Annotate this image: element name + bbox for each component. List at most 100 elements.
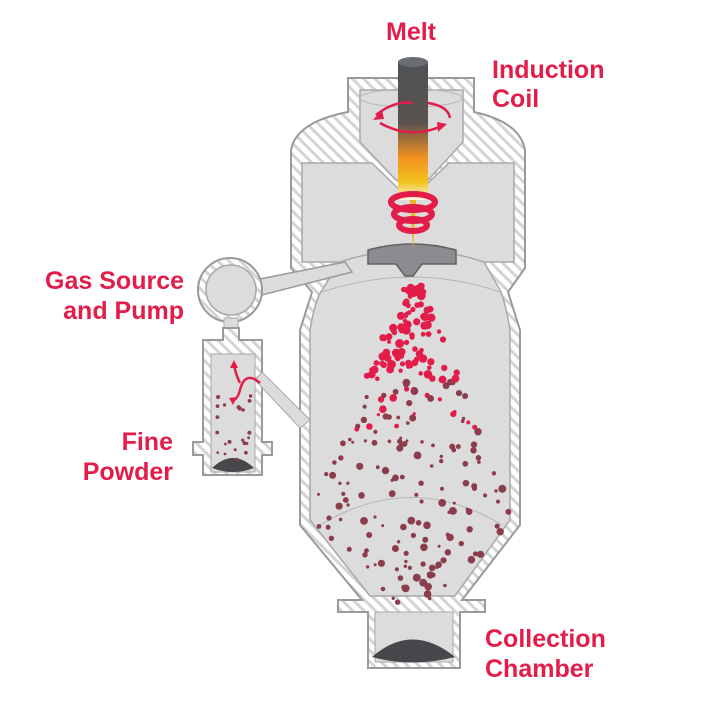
particle (338, 455, 344, 461)
particle (400, 523, 407, 531)
particle (381, 392, 387, 399)
particle (389, 323, 398, 332)
label-gas-source-1: Gas Source (45, 267, 184, 295)
particle (235, 457, 239, 461)
particle (366, 532, 373, 538)
particle (338, 517, 343, 522)
particle (427, 313, 436, 322)
particle (396, 444, 404, 452)
particle (387, 339, 391, 344)
particle (483, 493, 488, 498)
particle (391, 596, 395, 600)
particle (443, 583, 447, 588)
particle (404, 386, 410, 392)
particle (420, 312, 430, 322)
particle (328, 535, 335, 541)
particle (401, 584, 407, 590)
particle (437, 544, 441, 548)
particle (406, 421, 410, 425)
particle (410, 532, 416, 539)
particle (394, 423, 399, 429)
particle (366, 423, 373, 430)
particle (438, 499, 447, 507)
particle (403, 564, 407, 568)
particle (362, 404, 367, 409)
particle (427, 596, 432, 601)
particle (410, 306, 416, 313)
particle (396, 540, 401, 544)
particle (391, 545, 399, 552)
collected-powder (372, 639, 455, 663)
particle (452, 501, 456, 505)
particle (332, 460, 337, 465)
particle (340, 440, 346, 447)
particle (419, 499, 424, 504)
particle (439, 454, 443, 459)
particle (248, 394, 253, 398)
particle (453, 369, 460, 376)
particle (444, 549, 452, 556)
particle (467, 555, 476, 564)
fine-particles (215, 394, 253, 461)
particle (241, 438, 245, 442)
particle (462, 460, 469, 467)
label-induction-coil-2: Coil (492, 85, 539, 113)
particle (385, 333, 393, 341)
particle (373, 563, 377, 567)
particle (441, 364, 448, 372)
particle (386, 414, 392, 420)
particle (422, 536, 429, 543)
particle (414, 302, 421, 308)
label-fine-powder-1: Fine (122, 428, 173, 456)
particle (475, 455, 482, 461)
particle (462, 393, 469, 399)
particle (396, 311, 405, 320)
particle (435, 561, 442, 569)
particle (389, 394, 398, 402)
particle (227, 439, 232, 444)
particle (241, 408, 245, 412)
particle (420, 561, 426, 567)
particle (406, 400, 413, 407)
particle (505, 508, 512, 515)
label-collection-chamber-1: Collection (485, 625, 606, 653)
particle (379, 405, 387, 414)
label-collection-chamber-2: Chamber (485, 655, 594, 683)
particle (418, 480, 424, 486)
particle (451, 447, 457, 453)
particle (346, 503, 350, 507)
particle (403, 550, 409, 556)
particle (223, 452, 227, 456)
particle (427, 365, 432, 371)
particle (410, 387, 419, 395)
particle (389, 362, 394, 368)
particle (427, 395, 434, 402)
particle (413, 574, 418, 579)
particle (412, 346, 418, 352)
particle (402, 313, 409, 319)
particle (364, 548, 369, 554)
particle (317, 492, 320, 496)
particle (247, 436, 251, 440)
particle (491, 471, 497, 476)
particle (460, 419, 465, 424)
particle (466, 420, 471, 425)
particle (396, 415, 401, 420)
particle (224, 442, 227, 446)
particle (376, 413, 380, 417)
particle (346, 481, 350, 485)
particle (428, 564, 436, 572)
particle (346, 546, 352, 552)
particle (471, 483, 478, 490)
particle (381, 524, 385, 528)
particle (448, 507, 457, 515)
particle (380, 361, 387, 369)
particle (415, 520, 422, 526)
particle (244, 450, 248, 455)
particle (215, 415, 220, 419)
particle (391, 348, 401, 358)
particle (237, 406, 242, 411)
particle (470, 447, 477, 454)
particle (476, 550, 485, 558)
particle (402, 300, 409, 307)
